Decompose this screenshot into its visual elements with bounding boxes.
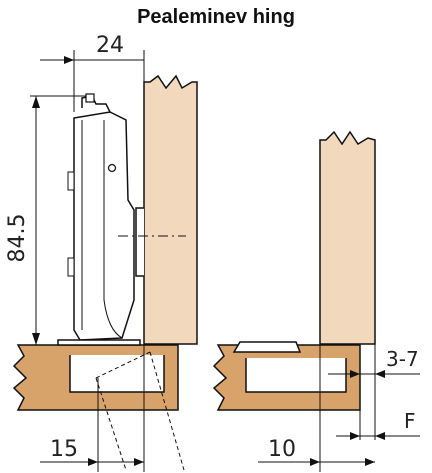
dim-gap-arrow-right <box>375 370 385 378</box>
dim-f-label: F <box>404 409 416 433</box>
dim-gap-arrow-left <box>350 370 360 378</box>
dim-84-arrow-bottom <box>32 333 40 345</box>
hinge-arm-curve <box>103 299 123 339</box>
hinge-mount-tab-bottom <box>67 257 75 277</box>
dim-10-label: 10 <box>268 437 296 462</box>
hinge-cup <box>135 207 144 277</box>
dim-gap-label: 3-7 <box>386 347 419 371</box>
hinge-clip-knob <box>85 93 95 103</box>
dim-15-arrow-right <box>134 458 144 466</box>
dim-24-arrow <box>64 56 74 64</box>
dim-84-label: 84.5 <box>5 214 30 263</box>
dim-15-label: 15 <box>50 437 78 462</box>
right-panel-recess <box>245 358 347 393</box>
door-swing-line-3 <box>95 351 151 379</box>
dim-f-arrow-left <box>350 432 360 440</box>
left-panel-recess <box>69 355 165 393</box>
diagram-title: Pealeminev hing <box>137 6 295 28</box>
door-swing-line-1 <box>95 377 127 471</box>
dim-10-arrow-right <box>365 458 375 466</box>
dim-15-arrow-left <box>88 458 98 466</box>
dim-f-arrow-right <box>375 432 385 440</box>
hinge-base-plate <box>57 339 141 346</box>
hinge-screw <box>107 163 117 173</box>
dim-84-arrow-top <box>32 96 40 108</box>
right-door <box>319 130 376 345</box>
right-hinge-plate <box>232 341 302 353</box>
dim-10-arrow-left <box>310 458 320 466</box>
hinge-mount-tab-top <box>67 171 75 191</box>
left-door <box>143 74 198 345</box>
dim-24-label: 24 <box>96 33 124 58</box>
